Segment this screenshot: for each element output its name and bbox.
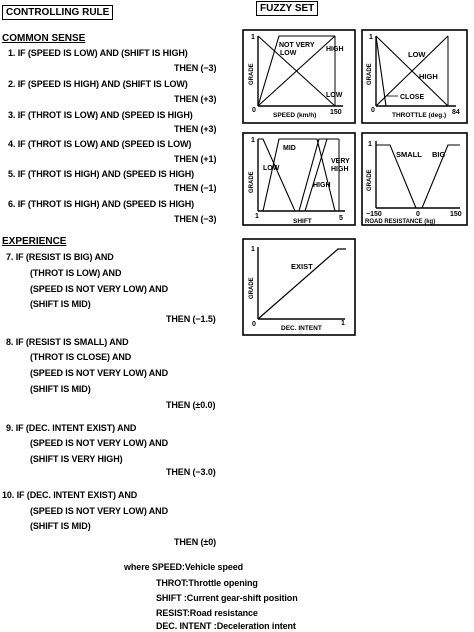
speed-y-label: GRADE: [249, 63, 255, 85]
rule-8-then: THEN (±0.0): [166, 400, 216, 410]
throttle-x-min: 0: [371, 107, 375, 114]
shift-x-min: 1: [255, 213, 259, 220]
rule-3-condition: 3. IF (THROT IS LOW) AND (SPEED IS HIGH): [8, 110, 193, 120]
shift-label-low: LOW: [263, 165, 280, 172]
resist-x-max: 150: [450, 211, 462, 218]
rule-6-condition: 6. IF (THROT IS HIGH) AND (SPEED IS HIGH…: [8, 199, 195, 209]
rule-3-then: THEN (+3): [174, 124, 217, 134]
controlling-rule-heading: CONTROLLING RULE: [2, 5, 114, 20]
rule-10-condition-1: 10. IF (DEC. INTENT EXIST) AND: [2, 490, 138, 500]
legend-speed: where SPEED:Vehicle speed: [124, 562, 244, 572]
rule-9-condition-3: (SHIFT IS VERY HIGH): [30, 454, 123, 464]
throttle-x-label: THROTTLE (deg.): [392, 112, 446, 119]
rule-7-condition-3: (SPEED IS NOT VERY LOW) AND: [30, 284, 168, 294]
legend-shift: SHIFT :Current gear-shift position: [156, 593, 298, 603]
resist-x-min: −150: [366, 211, 382, 218]
shift-label-very-high: HIGH: [331, 166, 349, 173]
rule-5-then: THEN (−1): [174, 183, 217, 193]
shift-label-very: VERY: [331, 158, 350, 165]
throttle-y-max: 1: [369, 34, 373, 41]
intent-x-min: 0: [252, 321, 256, 328]
shift-label-high: HIGH: [313, 182, 331, 189]
resist-label-big: BIG: [432, 150, 446, 159]
speed-label-not-very: NOT VERY: [279, 42, 315, 49]
intent-membership-plot: 1 0 1 DEC. INTENT GRADE EXIST: [242, 238, 356, 336]
shift-y-label: GRADE: [249, 171, 255, 193]
throttle-label-high: HIGH: [419, 72, 438, 81]
rule-8-condition-2: (THROT IS CLOSE) AND: [30, 352, 132, 362]
resist-x-label: ROAD RESISTANCE (kg): [365, 219, 435, 225]
fuzzy-set-heading: FUZZY SET: [256, 1, 319, 16]
throttle-x-max: 84: [452, 109, 460, 116]
shift-y-max: 1: [251, 137, 255, 144]
resist-y-label: GRADE: [367, 169, 373, 191]
speed-membership-plot: 1 0 150 SPEED (km/h) GRADE NOT VERY LOW …: [242, 29, 356, 124]
rule-1-condition: 1. IF (SPEED IS LOW) AND (SHIFT IS HIGH): [8, 48, 188, 58]
rule-4-then: THEN (+1): [174, 154, 217, 164]
rule-7-condition-1: 7. IF (RESIST IS BIG) AND: [6, 252, 114, 262]
rule-8-condition-4: (SHIFT IS MID): [30, 384, 91, 394]
rule-8-condition-3: (SPEED IS NOT VERY LOW) AND: [30, 368, 168, 378]
intent-x-max: 1: [341, 320, 345, 327]
rule-1-then: THEN (−3): [174, 63, 217, 73]
resist-label-small: SMALL: [396, 150, 422, 159]
intent-y-label: GRADE: [249, 277, 255, 299]
speed-label-low: LOW: [326, 92, 343, 99]
intent-label-exist: EXIST: [291, 262, 313, 271]
speed-label-high: HIGH: [326, 46, 344, 53]
speed-y-max: 1: [251, 34, 255, 41]
rule-7-condition-4: (SHIFT IS MID): [30, 299, 91, 309]
throttle-y-label: GRADE: [367, 63, 373, 85]
legend-resist: RESIST:Road resistance: [156, 608, 258, 618]
rule-5-condition: 5. IF (THROT IS HIGH) AND (SPEED IS HIGH…: [8, 169, 195, 179]
throttle-label-close: CLOSE: [400, 94, 424, 101]
resist-y-max: 1: [368, 141, 372, 148]
resist-membership-plot: 1 −150 0 150 ROAD RESISTANCE (kg) GRADE …: [361, 132, 468, 226]
rule-10-condition-3: (SHIFT IS MID): [30, 521, 91, 531]
speed-label-low-top: LOW: [280, 50, 297, 57]
rule-7-then: THEN (−1.5): [166, 314, 216, 324]
shift-label-mid: MID: [283, 145, 296, 152]
intent-x-label: DEC. INTENT: [281, 325, 322, 332]
rule-9-condition-1: 9. IF (DEC. INTENT EXIST) AND: [6, 423, 137, 433]
throttle-label-low: LOW: [408, 50, 426, 59]
rule-2-condition: 2. IF (SPEED IS HIGH) AND (SHIFT IS LOW): [8, 79, 188, 89]
rule-8-condition-1: 8. IF (RESIST IS SMALL) AND: [6, 337, 129, 347]
rule-4-condition: 4. IF (THROT IS LOW) AND (SPEED IS LOW): [8, 139, 192, 149]
speed-x-max: 150: [330, 109, 342, 116]
rule-2-then: THEN (+3): [174, 94, 217, 104]
rule-6-then: THEN (−3): [174, 214, 217, 224]
rule-9-then: THEN (−3.0): [166, 467, 216, 477]
rule-7-condition-2: (THROT IS LOW) AND: [30, 268, 122, 278]
intent-y-max: 1: [251, 246, 255, 253]
common-sense-title: COMMON SENSE: [2, 33, 86, 44]
rule-10-then: THEN (±0): [174, 537, 217, 547]
speed-x-label: SPEED (km/h): [273, 112, 316, 119]
shift-x-label: SHIFT: [293, 218, 312, 225]
resist-x-mid: 0: [416, 211, 420, 218]
experience-title: EXPERIENCE: [2, 236, 67, 247]
shift-x-max: 5: [339, 215, 343, 222]
rule-9-condition-2: (SPEED IS NOT VERY LOW) AND: [30, 438, 168, 448]
rule-10-condition-2: (SPEED IS NOT VERY LOW) AND: [30, 506, 168, 516]
legend-throt: THROT:Throttle opening: [156, 578, 258, 588]
shift-membership-plot: 1 1 5 SHIFT GRADE MID LOW VERY HIGH HIGH: [242, 132, 356, 226]
speed-x-min: 0: [252, 107, 256, 114]
throttle-membership-plot: 1 0 84 THROTTLE (deg.) GRADE LOW HIGH CL…: [361, 29, 468, 124]
legend-dec-intent: DEC. INTENT :Deceleration intent: [156, 621, 296, 631]
